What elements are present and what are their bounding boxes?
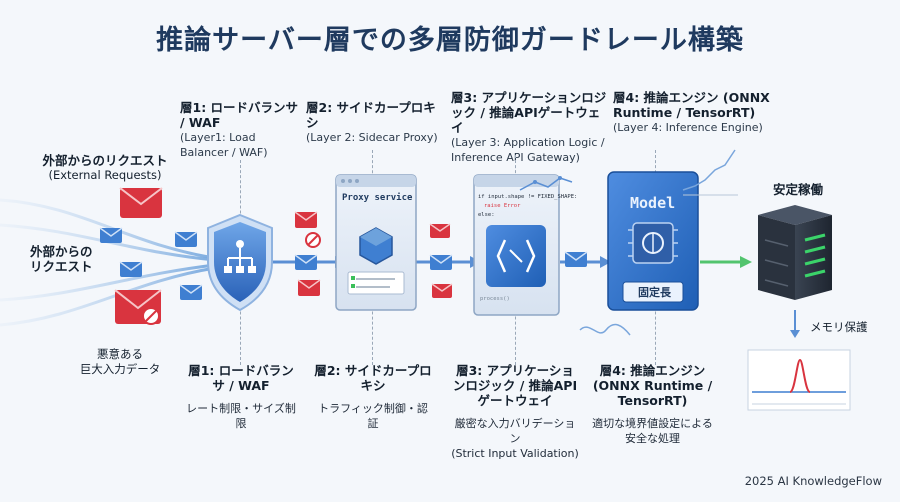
layer4-footer-desc: 適切な境界値設定による安全な処理: [592, 417, 713, 445]
model-engine-block: Model 固定長: [607, 171, 699, 311]
code-line-1: if input.shape != FIXED_SHAPE:: [478, 194, 577, 200]
layer1-footer-ja: 層1: ロードバランサ / WAF: [188, 363, 294, 393]
layer4-footer-ja: 層4: 推論エンジン (ONNX Runtime / TensorRT): [592, 363, 713, 408]
request-envelopes: [99, 227, 588, 300]
source-malicious-line2: 巨大入力データ: [79, 362, 161, 376]
source-malicious-line1: 悪意ある: [97, 347, 143, 361]
layer1-header-ja: 層1: ロードバランサ / WAF: [180, 100, 299, 130]
layer4-header: 層4: 推論エンジン (ONNX Runtime / TensorRT) (La…: [613, 90, 783, 135]
layer3-footer-desc: 厳密な入力バリデーション: [454, 417, 576, 445]
layer2-footer: 層2: サイドカープロキシ トラフィック制御・認証: [314, 363, 432, 431]
code-line-2: raise Error: [484, 203, 521, 209]
layer3-footer: 層3: アプリケーションロジック / 推論APIゲートウェイ 厳密な入力バリデー…: [450, 363, 580, 461]
layer4-footer: 層4: 推論エンジン (ONNX Runtime / TensorRT) 適切な…: [590, 363, 715, 446]
layer1-footer: 層1: ロードバランサ / WAF レート制限・サイズ制限: [182, 363, 300, 431]
proxy-service-panel: Proxy service: [335, 174, 417, 311]
layer2-header-ja: 層2: サイドカープロキシ: [306, 100, 436, 130]
incoming-streams: [0, 198, 216, 327]
memory-usage-chart: [747, 349, 851, 411]
layer3-footer-desc-en: (Strict Input Validation): [451, 447, 579, 460]
layer2-footer-desc: トラフィック制御・認証: [318, 402, 428, 430]
layer1-header-en: (Layer1: Load Balancer / WAF): [180, 131, 268, 159]
decorative-trend-line-2: [682, 149, 738, 196]
model-badge: 固定長: [638, 285, 672, 299]
decorative-wave-chart: [579, 323, 631, 336]
code-line-4: process(): [480, 296, 510, 302]
output-stable-text: 安定稼働: [772, 182, 823, 197]
output-stable-label: 安定稼働: [758, 182, 838, 197]
layer3-footer-ja: 層3: アプリケーションロジック / 推論APIゲートウェイ: [452, 363, 578, 408]
layer4-header-en: (Layer 4: Inference Engine): [613, 121, 763, 134]
layer2-header-en: (Layer 2: Sidecar Proxy): [306, 131, 438, 144]
layer1-header: 層1: ロードバランサ / WAF (Layer1: Load Balancer…: [180, 100, 305, 160]
malicious-envelopes: [114, 187, 453, 325]
page-title: 推論サーバー層での多層防御ガードレール構築: [156, 25, 744, 56]
source-external-1-en: (External Requests): [48, 168, 162, 182]
layer3-header-ja: 層3: アプリケーションロジック / 推論APIゲートウェイ: [451, 90, 607, 135]
layer2-header: 層2: サイドカープロキシ (Layer 2: Sidecar Proxy): [306, 100, 446, 145]
memory-flow-arrow: [790, 310, 800, 338]
source-malicious: 悪意ある 巨大入力データ: [70, 347, 170, 377]
layer2-footer-ja: 層2: サイドカープロキシ: [314, 363, 432, 393]
decorative-trend-line-1: [519, 176, 573, 191]
footer-credit: 2025 AI KnowledgeFlow: [744, 474, 882, 488]
waf-shield-icon: [207, 213, 273, 312]
gateway-code-panel: if input.shape != FIXED_SHAPE: raise Err…: [473, 174, 577, 316]
proxy-title: Proxy service: [342, 192, 413, 203]
code-line-3: else:: [478, 212, 495, 218]
source-external-1-ja: 外部からのリクエスト: [42, 153, 168, 168]
source-external-1: 外部からのリクエスト (External Requests): [30, 153, 180, 183]
output-memory-label: メモリ保護: [810, 320, 880, 335]
output-memory-text: メモリ保護: [810, 320, 868, 334]
layer4-header-ja: 層4: 推論エンジン (ONNX Runtime / TensorRT): [613, 90, 770, 120]
source-external-2-line1: 外部からの: [30, 244, 93, 259]
layer1-footer-desc: レート制限・サイズ制限: [186, 402, 296, 430]
model-title: Model: [630, 194, 675, 212]
stable-server-icon: [758, 205, 832, 300]
